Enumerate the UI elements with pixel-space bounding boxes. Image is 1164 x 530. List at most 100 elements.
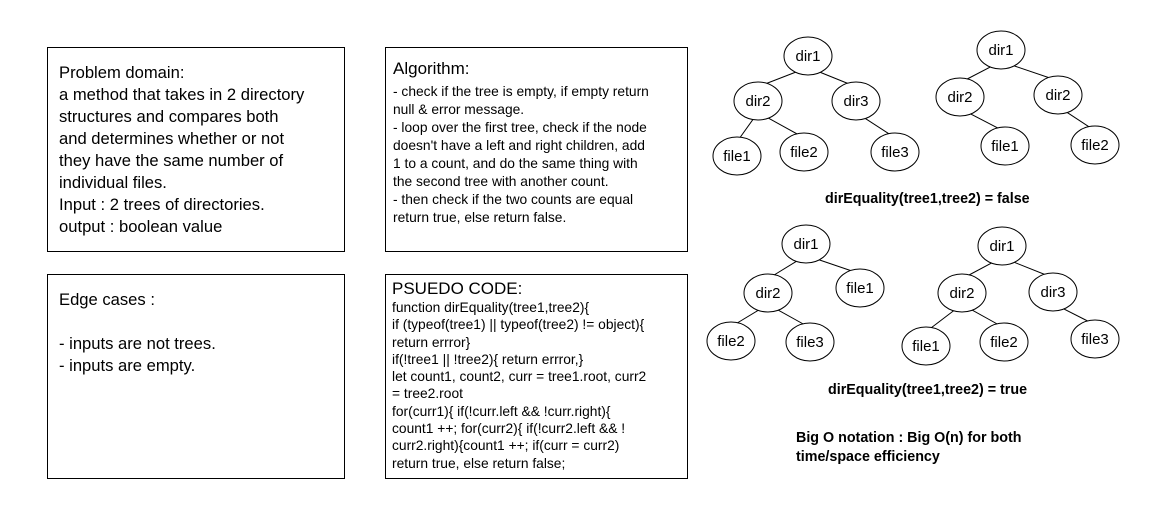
node-ellipse [743, 273, 793, 313]
node-ellipse [979, 322, 1029, 362]
tree-node: dir1 [783, 36, 833, 76]
algorithm-line: the second tree with another count. [393, 174, 609, 189]
algorithm-line: - loop over the first tree, check if the… [393, 120, 647, 135]
tree-node: dir2 [937, 273, 987, 313]
tree-node: file2 [979, 322, 1029, 362]
tree-node: dir2 [935, 77, 985, 117]
algorithm-title: Algorithm: [393, 59, 470, 78]
node-label: file1 [723, 148, 751, 165]
tree-node: file1 [712, 136, 762, 176]
pseudo-code-box: PSUEDO CODE: function dirEquality(tree1,… [385, 274, 688, 479]
edge-case-line: - inputs are not trees. [59, 334, 216, 353]
node-label: file3 [881, 144, 909, 161]
node-label: file1 [846, 280, 874, 297]
caption-false: dirEquality(tree1,tree2) = false [825, 191, 1030, 207]
big-o-note: Big O notation : Big O(n) for both time/… [796, 429, 1022, 467]
problem-line: and determines whether or not [59, 129, 285, 148]
tree-node: file1 [980, 126, 1030, 166]
pseudo-line: return errror} [392, 334, 471, 350]
tree-node: dir1 [976, 30, 1026, 70]
pseudo-line: function dirEquality(tree1,tree2){ [392, 300, 590, 315]
problem-line: Problem domain: [59, 63, 185, 82]
node-ellipse [785, 322, 835, 362]
node-label: dir2 [949, 285, 974, 302]
node-label: dir3 [1040, 284, 1065, 301]
tree-node: file3 [785, 322, 835, 362]
node-ellipse [1070, 125, 1120, 165]
node-label: file2 [990, 334, 1018, 351]
node-ellipse [935, 77, 985, 117]
problem-line: a method that takes in 2 directory [59, 85, 305, 104]
node-ellipse [1028, 272, 1078, 312]
pseudo-line: return true, else return false; [392, 455, 566, 471]
algorithm-line: null & error message. [393, 102, 525, 117]
big-o-line: Big O notation : Big O(n) for both [796, 430, 1022, 446]
tree-node: file3 [1070, 319, 1120, 359]
problem-line: they have the same number of [59, 151, 284, 170]
node-label: dir1 [989, 238, 1014, 255]
node-ellipse [781, 224, 831, 264]
node-ellipse [977, 226, 1027, 266]
problem-line: structures and compares both [59, 107, 279, 126]
tree-node: file1 [901, 326, 951, 366]
big-o-line: time/space efficiency [796, 449, 940, 465]
node-label: file3 [796, 334, 824, 351]
tree-c: dir1 dir2 file1 file2 file3 [706, 224, 885, 362]
node-ellipse [976, 30, 1026, 70]
pseudo-line: = tree2.root [392, 386, 463, 402]
node-label: file1 [991, 138, 1019, 155]
node-ellipse [1070, 319, 1120, 359]
node-label: file2 [717, 333, 745, 350]
tree-node: file2 [779, 132, 829, 172]
algorithm-line: return true, else return false. [393, 210, 567, 225]
node-label: file3 [1081, 331, 1109, 348]
tree-node: dir2 [743, 273, 793, 313]
pseudo-line: if(!tree1 || !tree2){ return errror,} [392, 351, 584, 367]
tree-node: dir3 [831, 81, 881, 121]
node-ellipse [980, 126, 1030, 166]
node-label: dir3 [843, 93, 868, 110]
node-label: dir1 [988, 42, 1013, 59]
problem-line: Input : 2 trees of directories. [59, 195, 265, 214]
node-ellipse [937, 273, 987, 313]
tree-node: file2 [706, 321, 756, 361]
tree-node: dir3 [1028, 272, 1078, 312]
problem-line: individual files. [59, 173, 167, 192]
tree-node: file2 [1070, 125, 1120, 165]
tree-d: dir1 dir2 dir3 file1 file2 file3 [901, 226, 1120, 366]
algorithm-line: - then check if the two counts are equal [393, 192, 634, 207]
node-label: dir2 [745, 93, 770, 110]
tree-b: dir1 dir2 dir2 file1 file2 [935, 30, 1120, 166]
algorithm-line: doesn't have a left and right children, … [393, 138, 645, 153]
edge-cases-box: Edge cases : - inputs are not trees. - i… [47, 274, 345, 479]
node-ellipse [835, 268, 885, 308]
node-label: file1 [912, 338, 940, 355]
algorithm-line: - check if the tree is empty, if empty r… [393, 84, 649, 99]
pseudo-line: curr2.right){count1 ++; if(curr = curr2) [392, 438, 620, 454]
algorithm-line: 1 to a count, and do the same thing with [393, 156, 638, 171]
node-ellipse [712, 136, 762, 176]
node-ellipse [870, 132, 920, 172]
node-ellipse [779, 132, 829, 172]
tree-node: file3 [870, 132, 920, 172]
node-ellipse [901, 326, 951, 366]
pseudo-line: count1 ++; for(curr2){ if(!curr2.left &&… [392, 421, 626, 437]
node-label: dir1 [795, 48, 820, 65]
node-label: dir2 [947, 89, 972, 106]
edge-cases-title: Edge cases : [59, 290, 155, 309]
node-label: dir1 [793, 236, 818, 253]
node-label: dir2 [755, 285, 780, 302]
problem-domain-box: Problem domain: a method that takes in 2… [47, 47, 345, 252]
pseudo-title: PSUEDO CODE: [392, 279, 523, 298]
node-ellipse [706, 321, 756, 361]
node-ellipse [1033, 75, 1083, 115]
edge-case-line: - inputs are empty. [59, 356, 196, 375]
tree-node: dir2 [733, 81, 783, 121]
node-label: file2 [790, 144, 818, 161]
tree-node: dir2 [1033, 75, 1083, 115]
tree-node: file1 [835, 268, 885, 308]
tree-node: dir1 [977, 226, 1027, 266]
node-label: dir2 [1045, 87, 1070, 104]
tree-a: dir1 dir2 dir3 file1 file2 file3 [712, 36, 920, 176]
